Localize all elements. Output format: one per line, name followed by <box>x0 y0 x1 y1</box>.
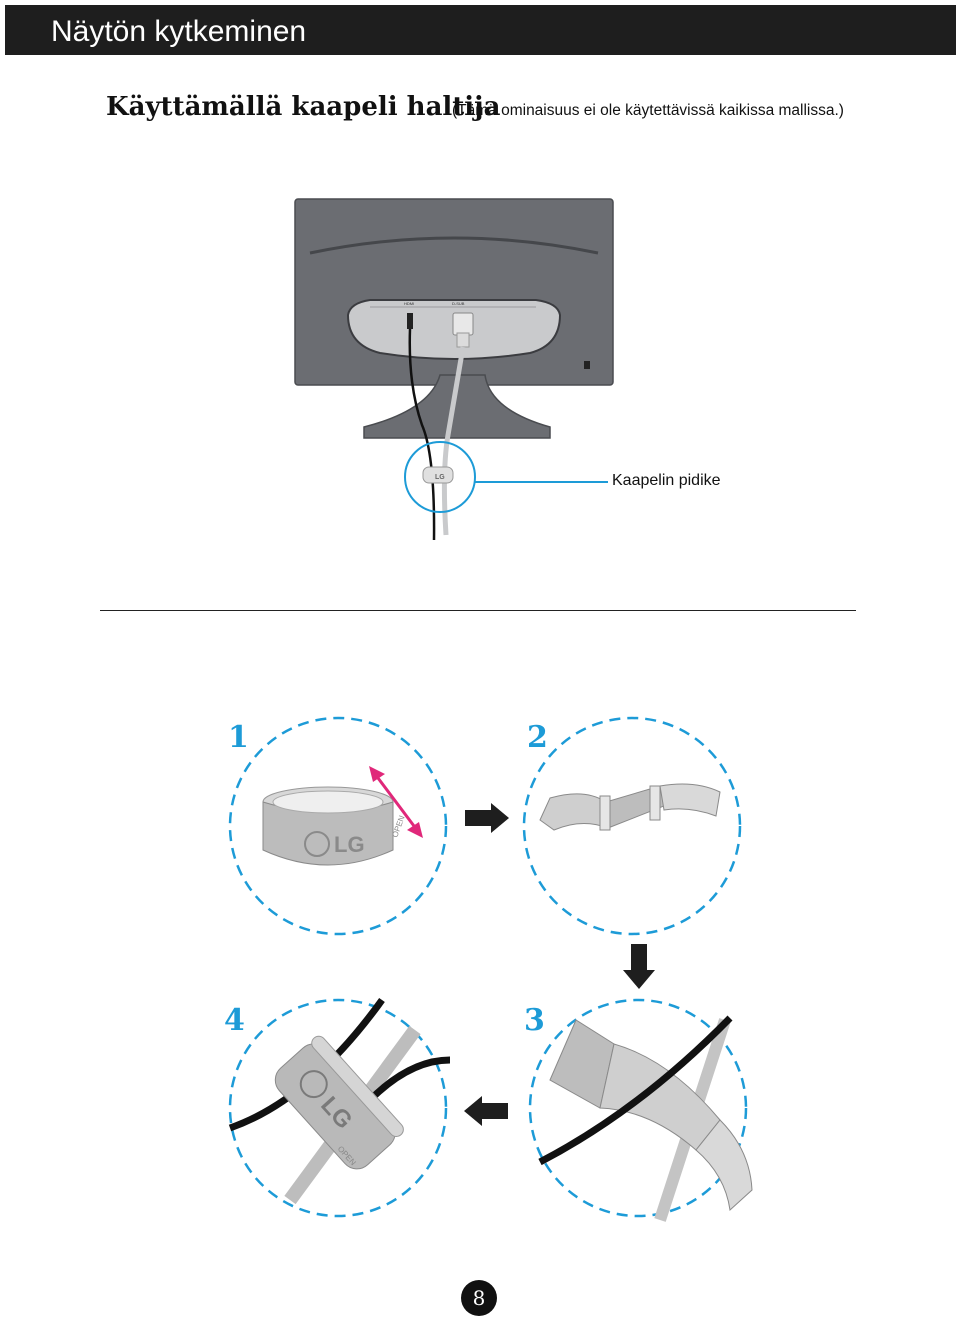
port-label-dsub: D-SUB <box>452 301 465 306</box>
gray-cable <box>441 346 466 536</box>
arrow-right-icon <box>465 803 509 833</box>
step-1-circle: LG OPEN <box>228 716 448 936</box>
page-title: Näytön kytkeminen <box>51 15 307 48</box>
section-title: Käyttämällä kaapeli haltija <box>106 92 501 122</box>
monitor-vent <box>309 236 599 255</box>
kensington-lock-icon <box>584 361 590 369</box>
step-4-circle: LG OPEN <box>228 997 451 1218</box>
lg-logo-mark-4 <box>299 1070 328 1099</box>
open-direction-arrow <box>373 773 419 831</box>
section-divider <box>100 610 856 611</box>
section-note: (Tämä ominaisuus ei ole käytettävissä ka… <box>452 102 844 119</box>
arrow-down-icon <box>623 944 655 989</box>
step-number-3: 3 <box>524 1003 545 1038</box>
arrow-left-icon <box>464 1096 508 1126</box>
header-bar: Näytön kytkeminen <box>5 5 956 55</box>
step-2-circle <box>522 716 742 936</box>
monitor-back-illustration: HDMI D-SUB LG <box>294 198 614 541</box>
step-number-4: 4 <box>224 1003 245 1038</box>
step-3-circle <box>528 998 753 1222</box>
cable-holder-small <box>422 466 454 484</box>
port-label-hdmi: HDMI <box>404 301 414 306</box>
monitor-stand <box>363 374 551 439</box>
hdmi-connector <box>407 313 413 329</box>
dsub-connector <box>452 312 474 336</box>
black-cable <box>408 328 436 541</box>
clip-logo-text: LG <box>334 832 365 857</box>
black-cable-3 <box>538 1015 733 1166</box>
page-number-badge: 8 <box>461 1280 497 1316</box>
holder-logo-text: LG <box>435 474 445 481</box>
step-number-1: 1 <box>228 720 249 755</box>
lg-logo-mark <box>304 831 330 857</box>
cable-holder-label: Kaapelin pidike <box>612 472 721 489</box>
step-number-2: 2 <box>527 720 548 755</box>
holder-callout-circle <box>404 441 476 513</box>
